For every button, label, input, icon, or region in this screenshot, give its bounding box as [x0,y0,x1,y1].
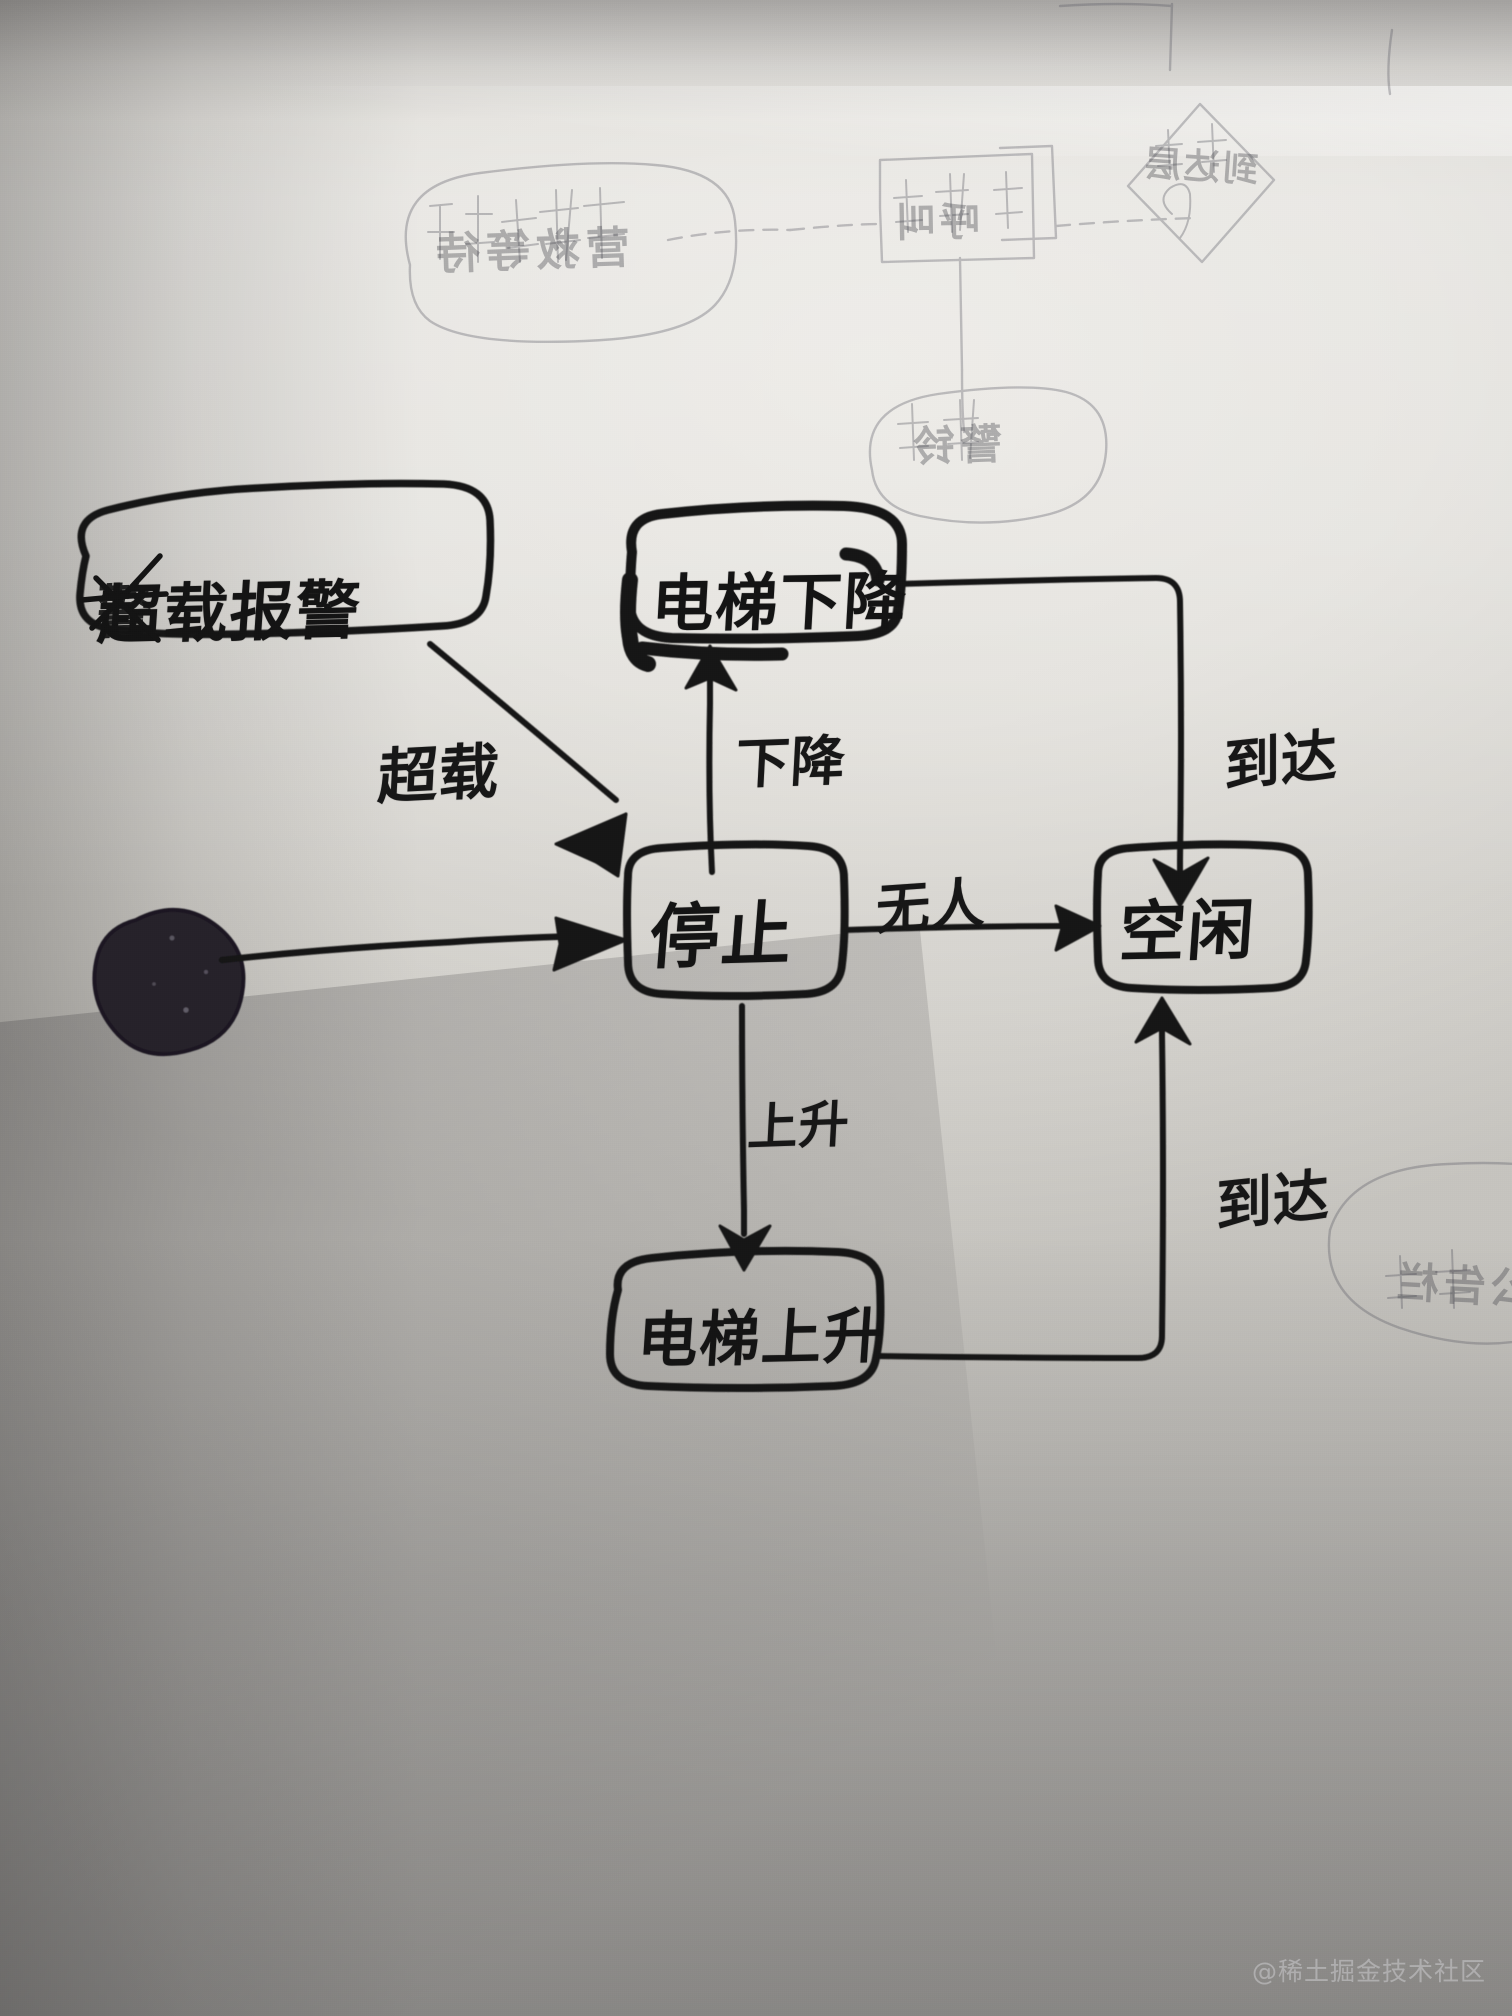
node-label-idle: 空闲 [1116,891,1259,972]
edge-label-ascend: 上升 [746,1095,852,1157]
node-label-stop: 停止 [646,893,797,979]
edge-label-empty: 无人 [875,871,987,942]
showthrough-label-5: 公告栏 [1390,1257,1512,1314]
edge-label-descend: 下降 [734,729,848,797]
edge-label-arrive-bottom: 到达 [1216,1162,1330,1241]
edge-start-to-stop [218,916,628,972]
edge-stop-to-overload [427,641,628,878]
node-label-elevator-down: 电梯下降 [649,564,910,641]
edge-down-to-idle [895,575,1210,908]
edge-label-arrive-top: 到达 [1224,722,1338,801]
showthrough-label-4: 警铃 [907,419,1003,472]
showthrough-label-2: 呼叫 [891,199,981,247]
showthrough-label-3: 到达层 [1140,142,1261,193]
edge-stop-to-up [718,1003,772,1272]
node-stop-shape [623,840,849,1000]
node-label-elevator-up: 电梯上升 [635,1301,888,1377]
node-idle-shape [1093,840,1313,994]
node-overload-alarm-shape [76,479,495,639]
edge-up-to-idle [873,996,1192,1361]
showthrough-label-1: 营救等待 [429,222,631,281]
edge-label-overload: 超载 [375,736,502,814]
edge-stop-to-down [684,644,738,875]
start-node-shape [92,908,246,1057]
watermark: @稀土掘金技术社区 [1251,1957,1486,1986]
edge-stop-to-idle [843,904,1102,952]
